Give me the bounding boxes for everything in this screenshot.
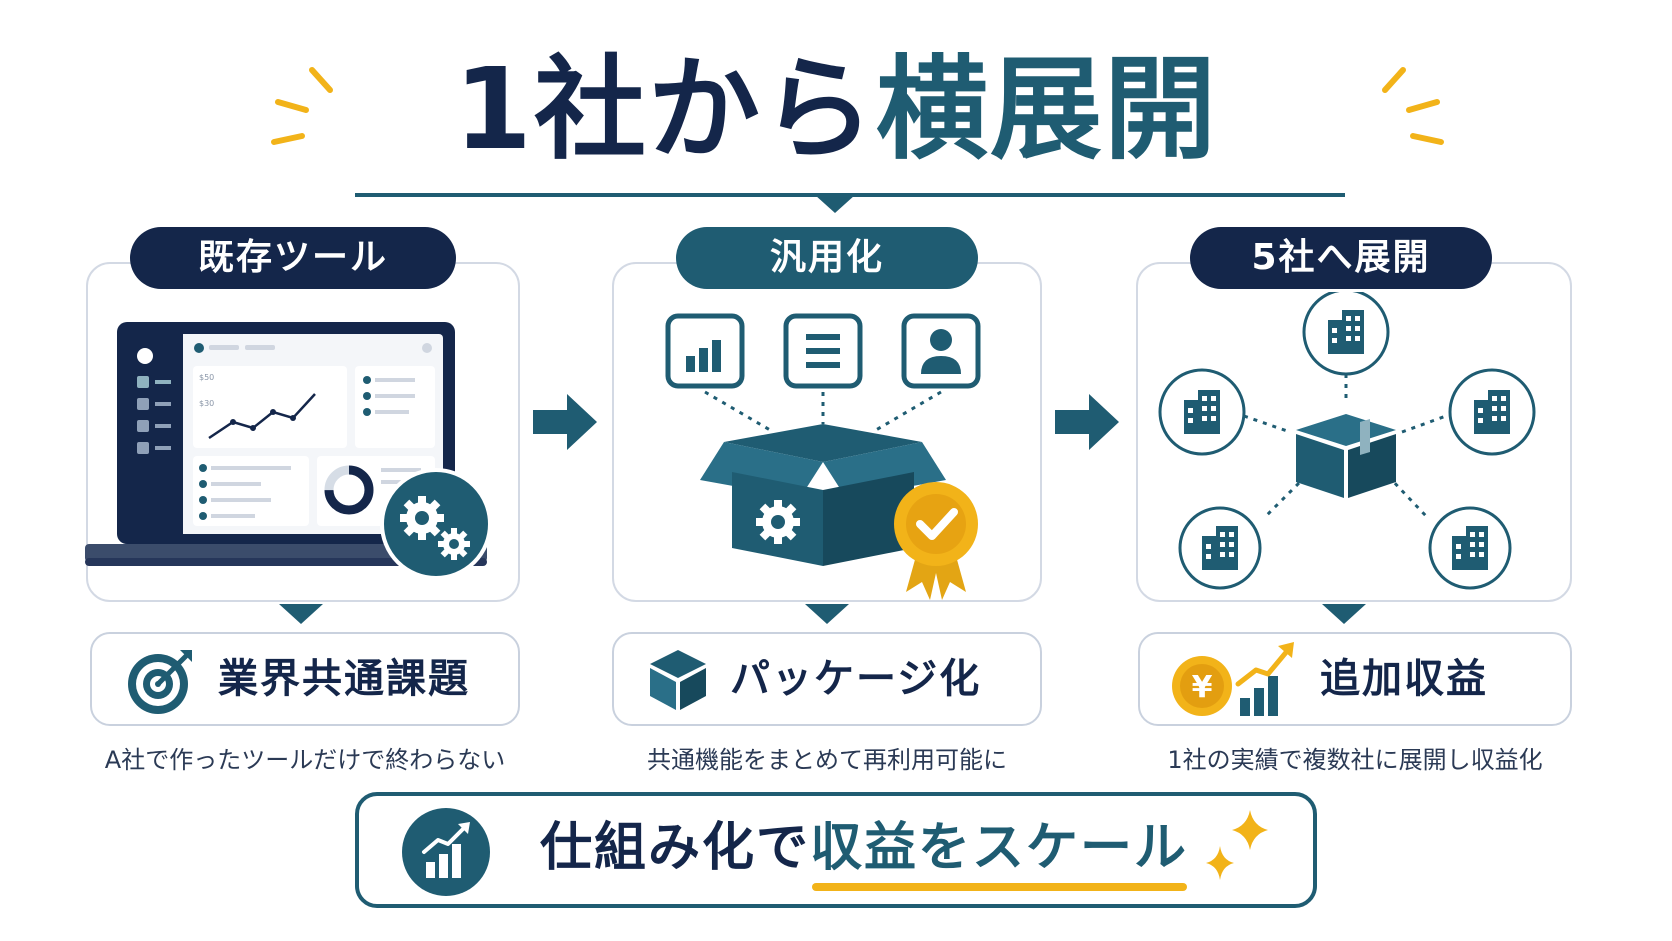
banner-text: 仕組み化で収益をスケール [540, 812, 1188, 884]
column-2-key-label: パッケージ化 [730, 656, 982, 702]
column-3-caption: 1社の実績で複数社に展開し収益化 [1167, 746, 1543, 774]
column-3-pill: 5社へ展開 [1190, 227, 1492, 289]
column-1-key-label: 業界共通課題 [218, 656, 470, 702]
column-2-caption: 共通機能をまとめて再利用可能に [647, 746, 1007, 774]
banner-prefix: 仕組み化で [540, 818, 811, 878]
yen-symbol: ¥ [1192, 670, 1213, 705]
title-right-sparkle-icon [1382, 67, 1444, 145]
revenue-growth-icon: ¥ [1172, 642, 1294, 716]
banner-highlight: 収益をスケール [810, 818, 1189, 878]
chart-axis-top: $50 [199, 373, 214, 382]
target-icon [128, 650, 192, 714]
arrow-right-icon-2 [1055, 394, 1119, 450]
title-pointer [815, 195, 855, 213]
gear-badge-icon [380, 468, 492, 580]
cube-icon [650, 650, 706, 710]
column-3-key-label: 追加収益 [1320, 656, 1488, 702]
column-2-key-box [612, 632, 1042, 726]
arrow-right-icon-1 [533, 394, 597, 450]
column-2-pill: 汎用化 [676, 227, 978, 289]
banner-highlight-underline [812, 883, 1187, 891]
title-left-sparkle-icon [271, 67, 333, 145]
growth-chart-circle-icon [402, 808, 490, 896]
column-1-pill: 既存ツール [130, 227, 456, 289]
column-3-pointer [1322, 604, 1366, 624]
title-part2: 横展開 [875, 45, 1218, 175]
network-companies-icon [1158, 292, 1536, 590]
column-1-pointer [279, 604, 323, 624]
laptop-dashboard-icon: $50 $30 [85, 322, 487, 566]
sparkle-icon [1206, 810, 1268, 880]
package-box-icon [665, 313, 981, 600]
column-1-caption: A社で作ったツールだけで終わらない [104, 746, 506, 774]
page-title: 1社から横展開 [0, 40, 1672, 180]
column-2-pointer [805, 604, 849, 624]
chart-axis-bottom: $30 [199, 399, 214, 408]
title-part1: 1社から [454, 45, 876, 175]
